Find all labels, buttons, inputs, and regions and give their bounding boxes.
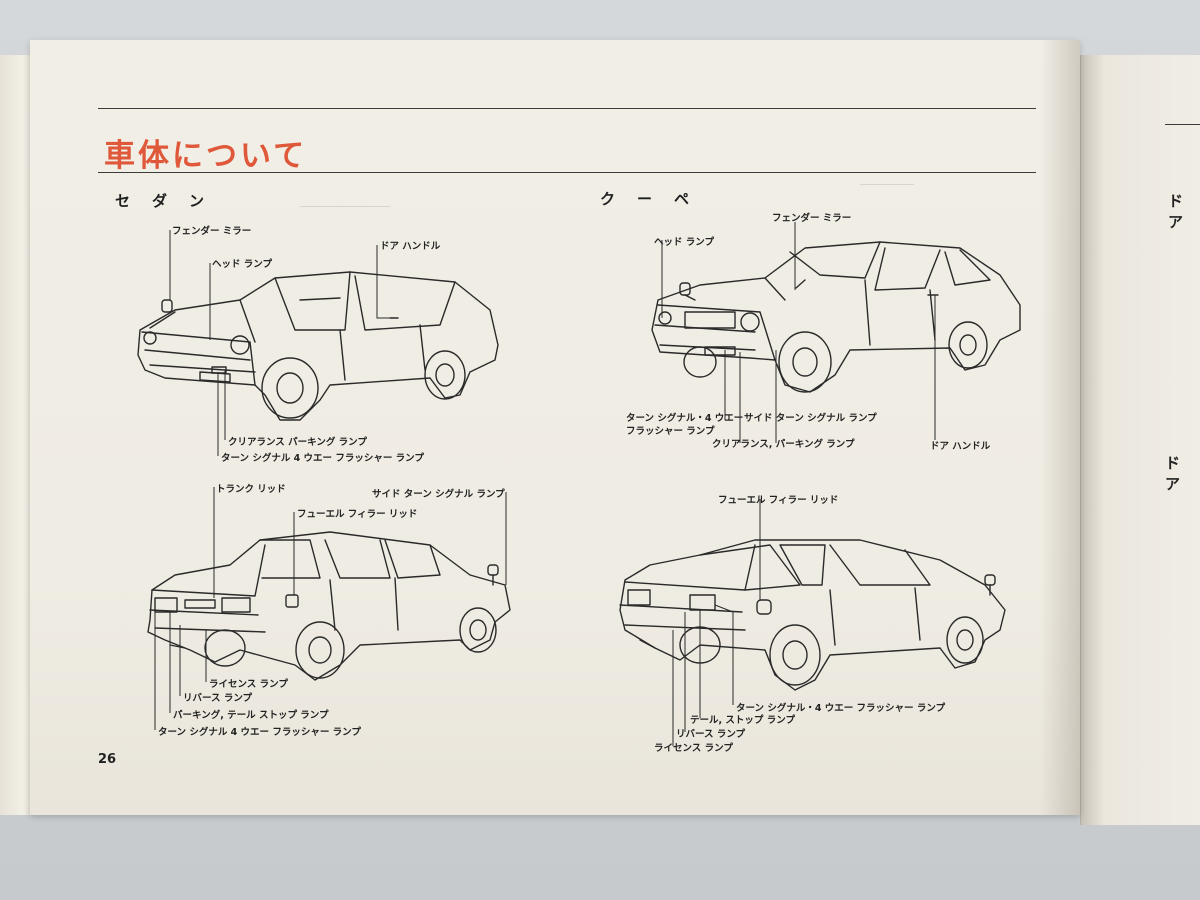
sedan-head-lamp-callout: ヘッド ランプ <box>212 256 272 270</box>
coupe-side-turn-callout: サイド ターン シグナル ランプ <box>744 410 877 424</box>
coupe-clearance-parking-callout: クリアランス, パーキング ランプ <box>712 436 854 450</box>
coupe-head-lamp-callout: ヘッド ランプ <box>654 234 714 248</box>
sedan-fender-mirror-callout: フェンダー ミラー <box>172 223 251 237</box>
sedan-front-turn-signal-callout: ターン シグナル 4 ウエー フラッシャー ランプ <box>221 450 424 464</box>
coupe-license-lamp-callout: ライセンス ランプ <box>654 740 733 754</box>
coupe-turn-signal-callout-line2: フラッシャー ランプ <box>626 423 715 437</box>
sedan-trunk-lid-callout: トランク リッド <box>216 481 286 495</box>
sedan-reverse-lamp-callout: リバース ランプ <box>183 690 252 704</box>
page-number: 26 <box>98 752 116 767</box>
sedan-door-handle-callout: ドア ハンドル <box>380 238 440 252</box>
coupe-fuel-filler-callout: フューエル フィラー リッド <box>718 492 838 506</box>
sedan-clearance-parking-callout: クリアランス パーキング ランプ <box>228 434 367 448</box>
coupe-rear-illustration <box>620 540 1005 690</box>
sedan-license-lamp-callout: ライセンス ランプ <box>209 676 288 690</box>
sedan-rear-illustration <box>148 532 510 680</box>
coupe-door-handle-callout: ドア ハンドル <box>930 438 990 452</box>
coupe-fender-mirror-callout: フェンダー ミラー <box>772 210 851 224</box>
coupe-front-illustration <box>652 242 1020 392</box>
sedan-front-illustration <box>138 272 498 420</box>
sedan-fuel-filler-callout: フューエル フィラー リッド <box>297 506 417 520</box>
sedan-parking-tail-callout: パーキング, テール ストップ ランプ <box>173 707 328 721</box>
coupe-turn-signal-callout-line1: ターン シグナル・4 ウエー <box>626 410 743 424</box>
coupe-reverse-lamp-callout: リバース ランプ <box>676 726 745 740</box>
sedan-rear-turn-signal-callout: ターン シグナル 4 ウエー フラッシャー ランプ <box>158 724 361 738</box>
sedan-side-turn-callout: サイド ターン シグナル ランプ <box>372 486 505 500</box>
coupe-tail-stop-callout: テール, ストップ ランプ <box>690 712 795 726</box>
